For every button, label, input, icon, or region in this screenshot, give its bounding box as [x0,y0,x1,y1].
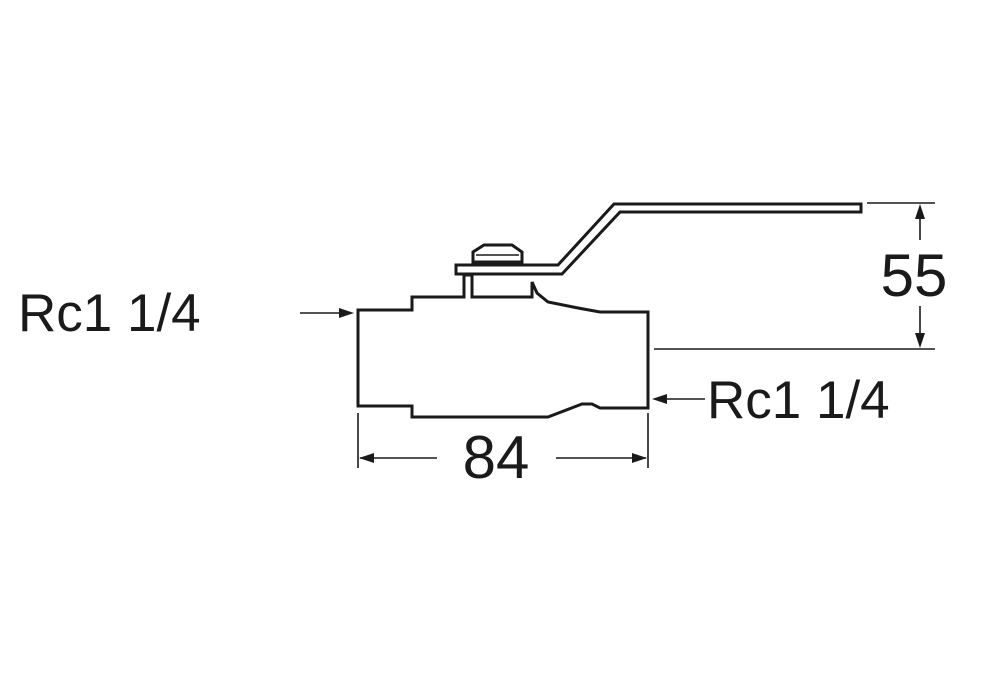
height-dimension-label: 55 [881,242,948,309]
length-arrow-left [359,453,374,463]
handle-lever [454,202,863,276]
height-arrow-top [915,204,925,219]
outlet-thread-label: Rc1 1/4 [707,371,890,430]
stem-nut [471,243,524,264]
length-arrow-right [632,453,647,463]
outlet-leader-arrow [652,394,667,404]
valve-body-outline [356,273,650,419]
height-arrow-bottom [915,333,925,348]
length-dimension-label: 84 [463,424,530,491]
inlet-leader-arrow [339,308,354,318]
inlet-thread-label: Rc1 1/4 [18,284,201,343]
